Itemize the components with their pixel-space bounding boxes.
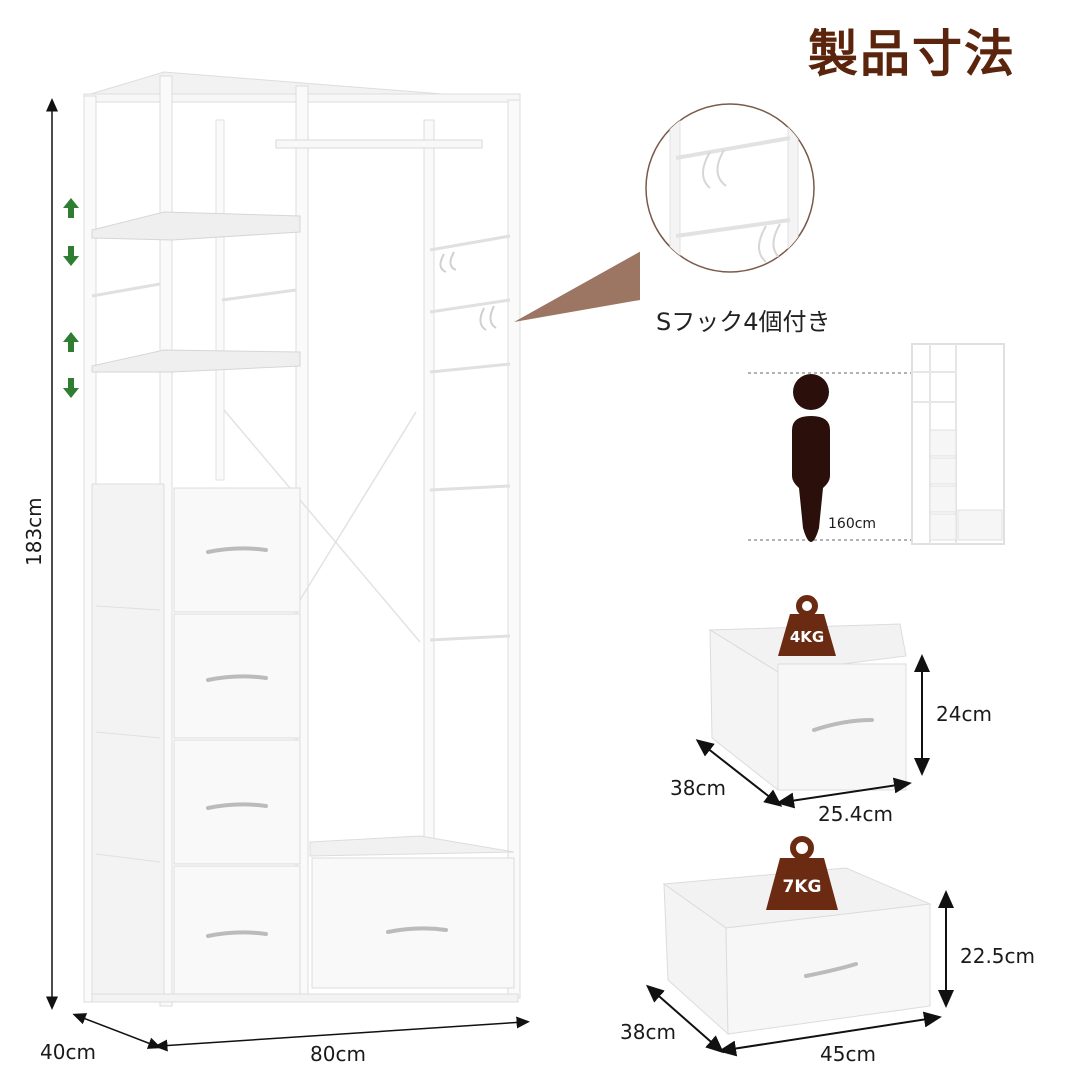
large-drawer-depth-label: 38cm	[620, 1020, 676, 1044]
hook-caption: Sフック4個付き	[656, 308, 831, 336]
width-dimension-line	[154, 1016, 530, 1052]
drawer-handle-icon	[804, 962, 858, 978]
adjustable-shelf-2	[91, 349, 301, 373]
person-silhouette-icon	[792, 374, 830, 542]
shelf-down-arrow-icon	[63, 246, 79, 266]
wardrobe-illustration	[46, 71, 640, 1052]
small-drawer-height-label: 24cm	[936, 702, 992, 726]
drawer-bottom-right	[311, 857, 515, 989]
s-hook-icon	[479, 305, 497, 331]
drawer-handle-icon	[812, 718, 874, 732]
s-hook-icon	[439, 251, 457, 273]
depth-label: 40cm	[40, 1040, 96, 1064]
small-drawer-illustration: 4KG	[695, 595, 930, 809]
height-comparison	[748, 343, 1005, 545]
large-drawer-height-label: 22.5cm	[960, 944, 1036, 968]
small-drawer-depth-label: 38cm	[670, 776, 726, 800]
drawer-left-4	[173, 865, 301, 997]
shelf-up-arrow-icon	[63, 332, 79, 352]
hook-callout-wedge	[514, 251, 640, 322]
svg-text:4KG: 4KG	[790, 628, 824, 646]
page-title: 製品寸法	[808, 25, 1016, 83]
weight-badge-icon: 4KG	[778, 595, 836, 656]
height-label: 183cm	[22, 497, 46, 566]
depth-dimension-line	[72, 1013, 162, 1049]
width-label: 80cm	[310, 1042, 366, 1066]
drawer-left-1	[173, 487, 301, 613]
shelf-down-arrow-icon	[63, 378, 79, 398]
adjustable-shelf-1	[91, 211, 301, 241]
person-height-label: 160cm	[828, 516, 877, 532]
svg-text:7KG: 7KG	[783, 877, 822, 897]
small-drawer-width-label: 25.4cm	[818, 802, 894, 826]
large-drawer-width-label: 45cm	[820, 1042, 876, 1066]
wardrobe-thumbnail	[911, 343, 1005, 545]
shelf-up-arrow-icon	[63, 198, 79, 218]
drawer-left-2	[173, 613, 301, 739]
hook-detail-zoom	[645, 103, 815, 273]
weight-badge-icon: 7KG	[766, 836, 838, 910]
large-drawer-illustration: 7KG	[645, 836, 954, 1057]
drawer-left-3	[173, 739, 301, 865]
